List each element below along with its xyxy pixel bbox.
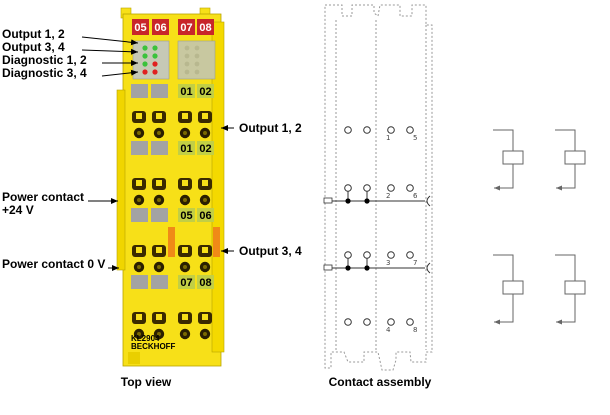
model-label: KL2904 xyxy=(131,334,160,343)
tag-row2-01: 01 xyxy=(180,143,192,155)
contact-row-3: 3 7 xyxy=(344,251,417,271)
module-top-view: 05 06 07 08 01 0 xyxy=(116,7,225,367)
label-output-12-right: Output 1, 2 xyxy=(239,121,302,135)
label-power-24-line1: Power contact xyxy=(2,190,84,204)
spring-terminal xyxy=(132,312,146,340)
power-bar-right xyxy=(213,227,220,257)
tag-top-05: 05 xyxy=(134,22,146,34)
power-bar-left xyxy=(168,227,175,257)
led-output-2 xyxy=(152,45,158,51)
tag-row1-02: 02 xyxy=(199,86,211,98)
caption-contact-assembly: Contact assembly xyxy=(329,375,432,389)
tag-top-07: 07 xyxy=(180,22,192,34)
tag-row4-08: 08 xyxy=(199,277,211,289)
led-diag-2 xyxy=(152,61,158,67)
load-schematic-top-left xyxy=(493,129,524,191)
spring-terminal xyxy=(152,245,166,273)
contact-num-4: 4 xyxy=(386,326,391,334)
label-power-0v: Power contact 0 V xyxy=(2,257,105,271)
brand-label: BECKHOFF xyxy=(131,342,176,351)
spring-terminal xyxy=(178,111,192,139)
led-output-3 xyxy=(142,53,148,59)
contact-row-4: 4 8 xyxy=(344,318,417,334)
contact-row-2: 2 6 xyxy=(344,184,418,204)
contact-num-6: 6 xyxy=(413,192,418,200)
power-contact-left-24v xyxy=(323,197,333,204)
contact-num-3: 3 xyxy=(386,259,390,267)
tag-row2-02: 02 xyxy=(199,143,211,155)
spring-terminal xyxy=(198,245,212,273)
tag-top-08: 08 xyxy=(199,22,211,34)
power-contact-right-24v xyxy=(426,195,431,207)
contact-num-1: 1 xyxy=(386,134,390,142)
housing-outline xyxy=(324,4,433,371)
led-diag-1 xyxy=(142,61,148,67)
spring-terminal xyxy=(178,245,192,273)
tag-row1-01: 01 xyxy=(180,86,192,98)
label-diagnostic-12: Diagnostic 1, 2 xyxy=(2,53,87,67)
label-output-34-right: Output 3, 4 xyxy=(239,244,302,258)
led-diag-3 xyxy=(142,69,148,75)
spring-terminal xyxy=(198,312,212,340)
tag-row4-07: 07 xyxy=(180,277,192,289)
power-contact-right-0v xyxy=(426,262,431,274)
spring-terminal xyxy=(132,178,146,206)
tag-row3-06: 06 xyxy=(199,210,211,222)
contact-num-5: 5 xyxy=(413,134,417,142)
spring-terminal xyxy=(132,111,146,139)
label-power-24-line2: +24 V xyxy=(2,203,34,217)
arrow-output-34 xyxy=(81,48,139,55)
spring-terminal xyxy=(178,312,192,340)
tag-top-06: 06 xyxy=(154,22,166,34)
spring-terminal xyxy=(152,178,166,206)
row-tags: 01 02 01 02 05 06 07 08 xyxy=(131,84,214,289)
label-output-34: Output 3, 4 xyxy=(2,40,65,54)
arrow-output-12 xyxy=(81,36,139,46)
label-diagnostic-34: Diagnostic 3, 4 xyxy=(2,66,87,80)
spring-terminal xyxy=(132,245,146,273)
spring-terminal xyxy=(152,111,166,139)
arrow-diag-34 xyxy=(101,69,139,77)
led-window-left xyxy=(132,40,170,80)
contact-row-1: 1 5 xyxy=(344,126,417,142)
led-indicators xyxy=(142,45,200,75)
load-schematic-bottom-left xyxy=(493,254,524,325)
spring-terminal xyxy=(152,312,166,340)
module-left-rail xyxy=(116,89,126,271)
spring-terminal xyxy=(198,111,212,139)
load-schematic-bottom-right xyxy=(555,254,586,325)
caption-top-view: Top view xyxy=(121,375,172,389)
led-diag-4 xyxy=(152,69,158,75)
contact-num-8: 8 xyxy=(413,326,417,334)
contact-num-2: 2 xyxy=(386,192,390,200)
bottom-foot xyxy=(128,352,140,364)
power-contact-left-0v xyxy=(323,264,333,271)
top-label-tags: 05 06 07 08 xyxy=(132,19,214,35)
led-output-4 xyxy=(152,53,158,59)
contact-assembly: 1 5 2 6 3 7 xyxy=(323,4,433,371)
load-schematic-top-right xyxy=(555,129,586,191)
contact-num-7: 7 xyxy=(413,259,417,267)
right-labels: Output 1, 2 Output 3, 4 xyxy=(221,121,302,258)
spring-terminal xyxy=(178,178,192,206)
spring-terminals xyxy=(132,111,212,340)
tag-row3-05: 05 xyxy=(180,210,192,222)
spring-terminal xyxy=(198,178,212,206)
led-output-1 xyxy=(142,45,148,51)
left-labels: Output 1, 2 Output 3, 4 Diagnostic 1, 2 … xyxy=(2,27,139,271)
label-output-12: Output 1, 2 xyxy=(2,27,65,41)
